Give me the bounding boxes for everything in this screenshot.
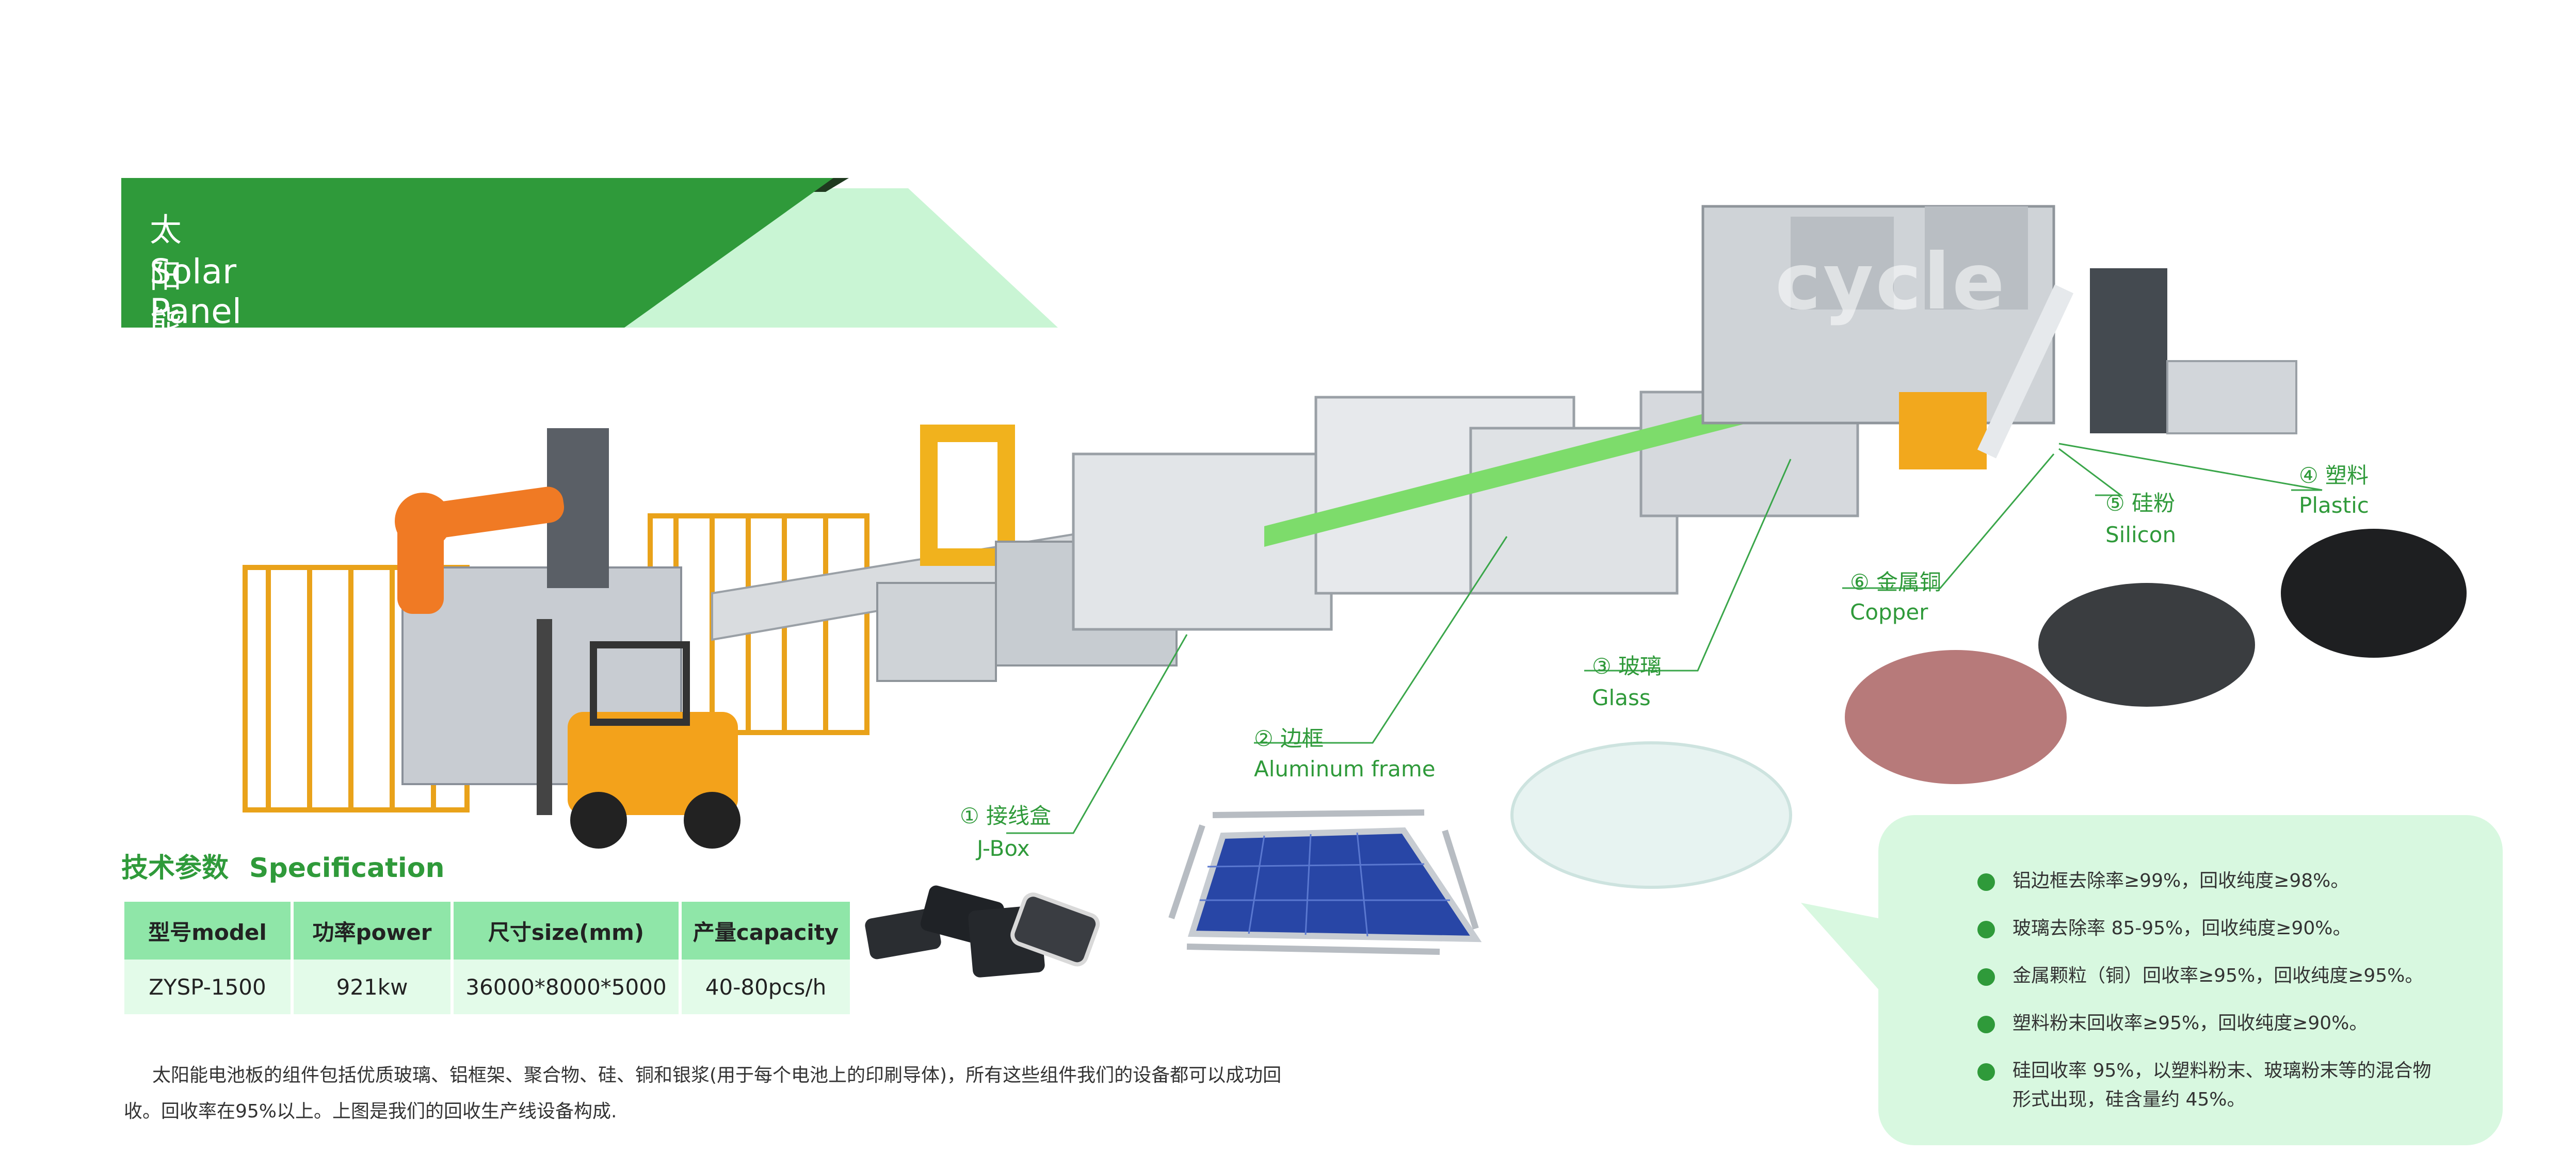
silicon-product-image <box>2038 583 2255 707</box>
callout-lines <box>1006 443 2323 834</box>
info-panel-tail <box>1801 903 1889 1001</box>
spec-cell-size: 36000*8000*5000 <box>454 960 679 1014</box>
gantry-frame <box>920 425 1015 566</box>
spec-table-header: 型号model 功率power 尺寸size(mm) 产量capacity <box>124 902 850 960</box>
bullet-dot <box>1977 1063 1995 1081</box>
bullet-dot <box>1977 968 1995 986</box>
bullet-dot <box>1977 921 1995 938</box>
spec-cell-capacity: 40-80pcs/h <box>682 960 850 1014</box>
jbox-product-image <box>865 885 1100 978</box>
spec-heading-en: Specification <box>249 853 445 884</box>
callout-silicon-cn: ⑤ 硅粉 <box>2105 491 2176 516</box>
header-green-shape <box>121 178 833 328</box>
frame-bar <box>1186 944 1440 955</box>
callout-jbox-cn: ① 接线盒 <box>960 803 1052 828</box>
info-item-copper: 金属颗粒（铜）回收率≥95%，回收纯度≥95%。 <box>2013 965 2424 986</box>
glass-product-image <box>1510 741 1792 889</box>
conveyor-sections <box>711 205 2297 682</box>
spec-heading-cn: 技术参数 <box>121 853 229 884</box>
spec-col-model: 型号model <box>124 902 291 960</box>
page-title-en: Solar Panel Recycling Plant <box>150 252 313 411</box>
spec-cell-power: 921kw <box>294 960 450 1014</box>
callout-silicon-en: Silicon <box>2105 522 2177 547</box>
callout-plastic-en: Plastic <box>2299 493 2369 518</box>
callout-frame-en: Aluminum frame <box>1254 756 1436 782</box>
callout-glass-en: Glass <box>1592 685 1651 710</box>
callout-copper-cn: ⑥ 金属铜 <box>1850 570 1942 595</box>
solar-panel-product-image <box>1168 809 1482 955</box>
callout-frame-cn: ② 边框 <box>1254 726 1324 751</box>
info-item-aluminum: 铝边框去除率≥99%，回收纯度≥98%。 <box>2013 870 2349 891</box>
copper-product-image <box>1845 650 2067 784</box>
info-item-silicon: 硅回收率 95%，以塑料粉末、玻璃粉末等的混合物形式出现，硅含量约 45%。 <box>2013 1060 2432 1110</box>
plastic-product-image <box>2281 529 2467 658</box>
spec-cell-model: ZYSP-1500 <box>124 960 291 1014</box>
production-line-illustration <box>243 205 2297 849</box>
frame-bar <box>1442 830 1479 930</box>
forklift <box>537 619 740 849</box>
spec-col-capacity: 产量capacity <box>682 902 850 960</box>
spec-col-size: 尺寸size(mm) <box>454 902 679 960</box>
callout-plastic-cn: ④ 塑料 <box>2299 463 2369 488</box>
description-text: 太阳能电池板的组件包括优质玻璃、铝框架、聚合物、硅、铜和银浆(用于每个电池上的印… <box>124 1065 1282 1122</box>
callout-copper-en: Copper <box>1850 599 1928 625</box>
info-item-plastic: 塑料粉末回收率≥95%，回收纯度≥90%。 <box>2013 1013 2368 1034</box>
bullet-dot <box>1977 873 1995 891</box>
info-item-glass: 玻璃去除率 85-95%，回收纯度≥90%。 <box>2013 918 2352 939</box>
callout-glass-cn: ③ 玻璃 <box>1592 654 1662 679</box>
frame-bar <box>1212 809 1425 818</box>
robot-arm <box>395 486 565 614</box>
callout-jbox-en: J-Box <box>977 836 1030 861</box>
page-title-cn: 太阳能光伏板回收生产线展示 <box>150 211 183 806</box>
spec-heading: 技术参数 Specification <box>121 846 465 885</box>
spec-col-power: 功率power <box>294 902 450 960</box>
spec-table: 型号model 功率power 尺寸size(mm) 产量capacity ZY… <box>121 902 853 1014</box>
frame-bar <box>1168 824 1205 919</box>
watermark-text: cycle <box>1775 237 2007 327</box>
bullet-dot <box>1977 1016 1995 1033</box>
table-row: ZYSP-1500 921kw 36000*8000*5000 40-80pcs… <box>124 960 850 1014</box>
